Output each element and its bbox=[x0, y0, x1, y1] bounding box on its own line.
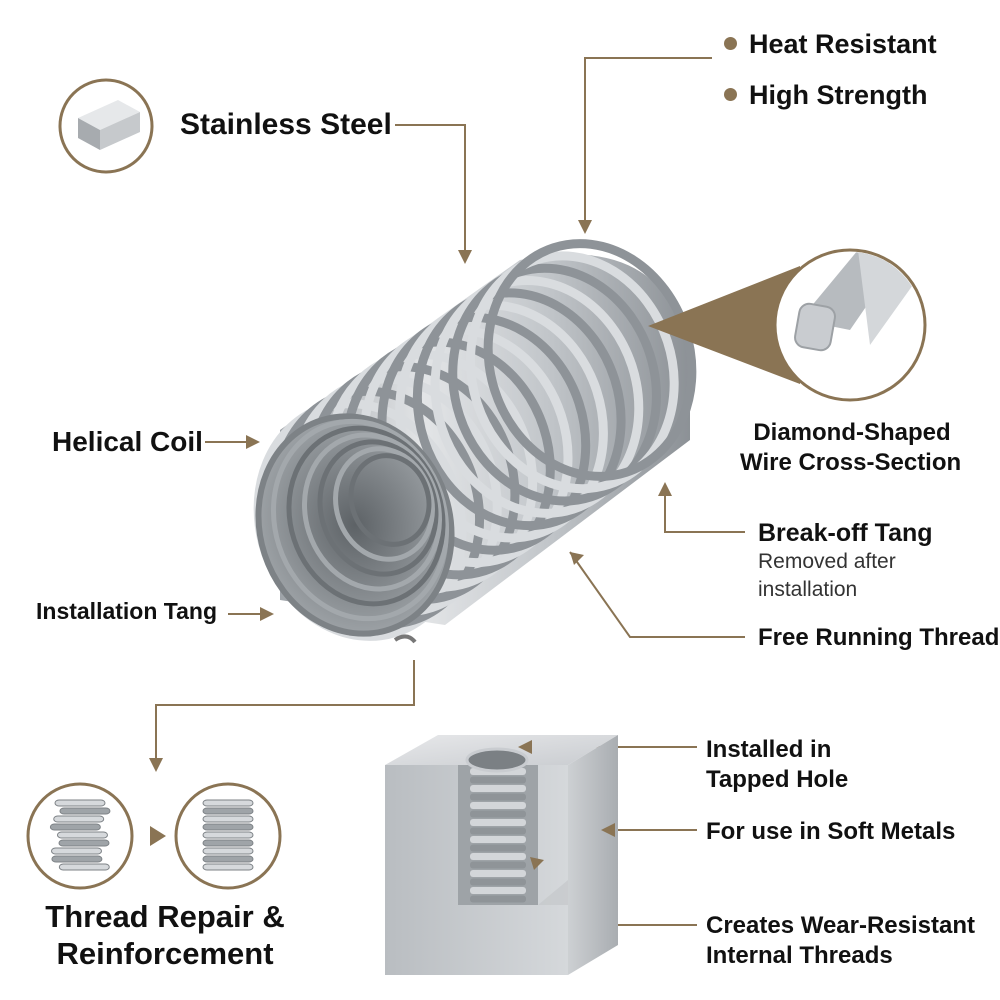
thread-turn bbox=[202, 863, 254, 871]
thread-turn bbox=[202, 823, 254, 831]
heat-resistant-text: Heat Resistant bbox=[749, 29, 937, 59]
block-insert-turn bbox=[470, 827, 526, 835]
break-off-tang-label: Break-off Tang bbox=[758, 519, 933, 547]
arrow-head bbox=[260, 607, 274, 621]
tapped-block-illustration bbox=[385, 735, 618, 975]
arrow-head bbox=[601, 823, 615, 837]
thread-turn bbox=[53, 815, 105, 823]
arrow-head bbox=[658, 482, 672, 496]
arrow-head bbox=[570, 552, 584, 565]
bullet-dot bbox=[724, 88, 737, 102]
leader-line bbox=[395, 124, 466, 262]
thread-turn bbox=[56, 831, 108, 839]
repair-line-2: Reinforcement bbox=[56, 936, 274, 971]
thread-turn bbox=[202, 799, 254, 807]
diamond-cross-section-label: Diamond-Shaped Wire Cross-Section bbox=[740, 418, 961, 478]
thread-turn bbox=[58, 839, 110, 847]
repaired-insert-icon bbox=[174, 782, 282, 890]
block-insert-turn bbox=[470, 785, 526, 792]
block-insert-turn bbox=[470, 802, 526, 809]
block-insert-turn bbox=[470, 844, 526, 852]
block-insert-turn bbox=[470, 878, 526, 886]
high-strength-text: High Strength bbox=[749, 80, 928, 110]
helical-coil-illustration bbox=[253, 239, 697, 644]
bullet-dot bbox=[724, 37, 737, 51]
leader-line bbox=[664, 484, 745, 533]
stainless-steel-label: Stainless Steel bbox=[180, 108, 392, 141]
arrow-head bbox=[246, 435, 260, 449]
arrow-head bbox=[578, 220, 592, 234]
helical-coil-label: Helical Coil bbox=[52, 426, 203, 457]
repair-line-1: Thread Repair & bbox=[45, 899, 285, 934]
installed-line-2: Tapped Hole bbox=[706, 766, 849, 793]
inner-thread-ring bbox=[348, 453, 432, 547]
thread-turn bbox=[54, 799, 106, 807]
thread-turn bbox=[59, 807, 111, 815]
arrow-head bbox=[458, 250, 472, 264]
thread-turn bbox=[58, 863, 110, 871]
wire-cross-section-icon bbox=[773, 248, 927, 402]
diamond-line-2: Wire Cross-Section bbox=[740, 449, 962, 476]
block-insert-turn bbox=[470, 887, 526, 894]
removed-after-installation-note: Removed after installation bbox=[758, 548, 896, 604]
wear-line-1: Creates Wear-Resistant bbox=[706, 912, 976, 939]
thread-turn bbox=[202, 855, 254, 863]
diamond-line-1: Diamond-Shaped bbox=[753, 419, 951, 446]
thread-turn bbox=[202, 831, 254, 839]
thread-turn bbox=[51, 847, 103, 855]
heat-resistant-label: Heat Resistant bbox=[724, 29, 937, 60]
arrow-right-icon bbox=[150, 826, 166, 846]
block-insert-turn bbox=[470, 793, 526, 801]
installation-tang-illustration bbox=[393, 634, 417, 644]
block-insert-turn bbox=[470, 861, 526, 869]
installation-tang-label: Installation Tang bbox=[36, 598, 218, 624]
removed-line-1: Removed after bbox=[758, 550, 896, 573]
thread-turn bbox=[202, 815, 254, 823]
block-insert-turn bbox=[470, 895, 526, 903]
thread-turn bbox=[202, 839, 254, 847]
block-insert-turn bbox=[470, 853, 526, 860]
high-strength-label: High Strength bbox=[724, 80, 927, 111]
soft-metals-label: For use in Soft Metals bbox=[706, 818, 956, 845]
block-insert-turn bbox=[470, 819, 526, 826]
arrow-head bbox=[530, 857, 544, 870]
leader-line bbox=[155, 660, 415, 770]
wear-line-2: Internal Threads bbox=[706, 942, 893, 969]
thread-repair-label: Thread Repair & Reinforcement bbox=[30, 898, 300, 972]
block-insert-turn bbox=[470, 836, 526, 843]
thread-turn bbox=[49, 823, 101, 831]
installed-in-tapped-hole-label: Installed in Tapped Hole bbox=[706, 735, 848, 795]
block-insert-turn bbox=[470, 776, 526, 784]
steel-bar-icon bbox=[58, 78, 154, 174]
thread-turn bbox=[51, 855, 103, 863]
installed-line-1: Installed in bbox=[706, 736, 832, 763]
damaged-thread-icon bbox=[26, 782, 134, 890]
wear-resistant-threads-label: Creates Wear-Resistant Internal Threads bbox=[706, 911, 975, 971]
removed-line-2: installation bbox=[758, 578, 858, 601]
arrow-head bbox=[518, 740, 532, 754]
cross-section-callout-cone bbox=[648, 266, 800, 384]
thread-turn bbox=[202, 807, 254, 815]
free-running-thread-label: Free Running Thread bbox=[758, 624, 1000, 651]
leader-line bbox=[569, 551, 745, 638]
block-insert-turn bbox=[470, 870, 526, 877]
arrow-head bbox=[149, 758, 163, 772]
thread-turn bbox=[202, 847, 254, 855]
leader-line bbox=[584, 57, 712, 232]
block-insert-turn bbox=[470, 810, 526, 818]
